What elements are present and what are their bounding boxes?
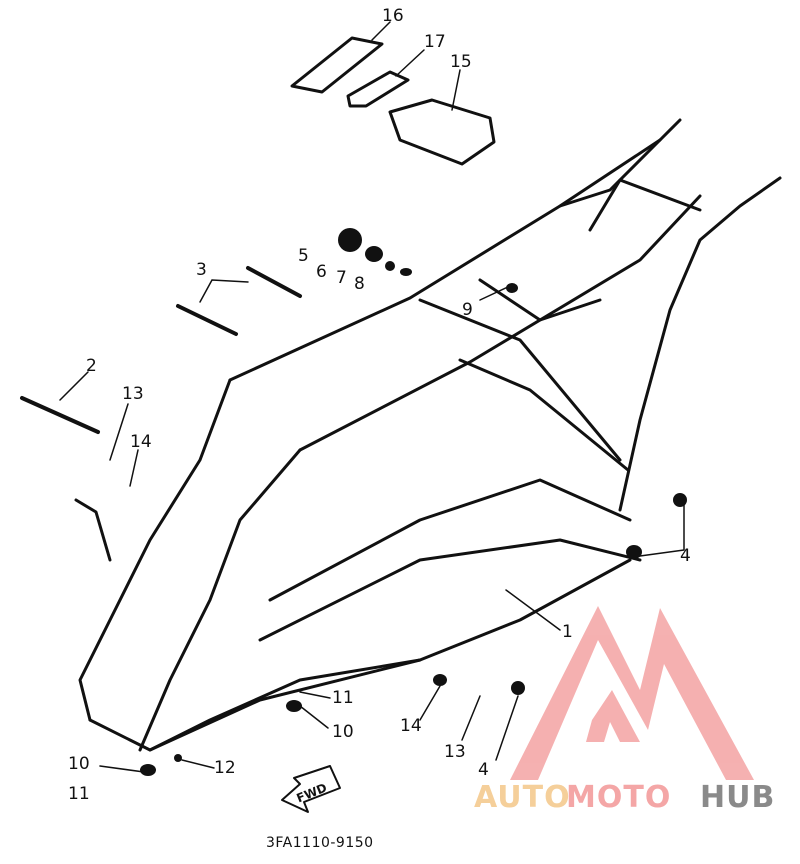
leader-14b xyxy=(419,685,441,721)
callout-13-lower: 13 xyxy=(444,742,466,762)
part-6-collar xyxy=(365,246,383,262)
part-12-screw xyxy=(174,754,182,762)
frame-cross-tube xyxy=(458,358,630,472)
callout-10-mid: 10 xyxy=(332,722,354,742)
callout-4-upper: 4 xyxy=(680,546,691,566)
part-16-seat-pad xyxy=(290,36,384,94)
callout-11-lower: 11 xyxy=(68,784,90,804)
frame-footrest-bar xyxy=(74,498,112,562)
leader-13b xyxy=(461,695,481,741)
bolt-3-upper xyxy=(246,266,302,298)
part-15-pad xyxy=(388,98,496,166)
callout-13-upper: 13 xyxy=(122,384,144,404)
leader-9 xyxy=(479,285,511,301)
frame-outline xyxy=(20,21,782,813)
callout-7: 7 xyxy=(336,268,347,288)
leader-4b xyxy=(495,695,519,761)
part-10-damper-a xyxy=(286,700,302,712)
watermark-logo xyxy=(510,606,754,780)
leader-4a xyxy=(639,499,685,557)
part-5-bushing xyxy=(338,228,362,252)
callout-15: 15 xyxy=(450,52,472,72)
leader-11a xyxy=(299,691,331,699)
leader-3 xyxy=(199,279,249,303)
part-17-strap xyxy=(346,70,410,108)
leader-1 xyxy=(505,589,561,631)
part-4-nut-a2 xyxy=(626,545,642,559)
frame-front-loop xyxy=(138,448,302,752)
leader-17 xyxy=(395,49,425,77)
bolt-3-lower xyxy=(176,304,238,336)
watermark-text-hub: HUB xyxy=(700,780,776,815)
watermark-text-auto: AUTO xyxy=(474,780,571,815)
part-7-washer xyxy=(385,261,395,271)
leader-10b xyxy=(99,765,145,773)
callout-14-upper: 14 xyxy=(130,432,152,452)
fwd-arrow xyxy=(281,765,341,813)
frame-lower-rail-2 xyxy=(258,538,642,642)
frame-lower-rail xyxy=(268,478,632,602)
leader-14a xyxy=(129,449,139,487)
frame-bracket-upper xyxy=(588,178,702,232)
callout-9: 9 xyxy=(462,300,473,320)
part-9-nut xyxy=(506,283,518,293)
leader-13a xyxy=(109,403,129,461)
leader-12 xyxy=(181,759,215,769)
watermark-text-moto: MOTO xyxy=(566,780,672,815)
part-8-bolt xyxy=(400,268,412,276)
hardware xyxy=(140,228,687,776)
callout-8: 8 xyxy=(354,274,365,294)
callout-16: 16 xyxy=(382,6,404,26)
callout-3: 3 xyxy=(196,260,207,280)
frame-front-tube xyxy=(558,118,682,208)
callout-1: 1 xyxy=(562,622,573,642)
callout-10-lower: 10 xyxy=(68,754,90,774)
callout-4-lower: 4 xyxy=(478,760,489,780)
bolt-2 xyxy=(20,396,100,434)
frame-bottom-rail xyxy=(148,558,632,752)
leader-15 xyxy=(451,69,461,111)
leader-16 xyxy=(371,21,391,41)
part-10-damper-b xyxy=(140,764,156,776)
callout-6: 6 xyxy=(316,262,327,282)
callout-11-mid: 11 xyxy=(332,688,354,708)
part-4-nut-a xyxy=(673,493,687,507)
callout-12: 12 xyxy=(214,758,236,778)
frame-inner-brace xyxy=(478,278,602,322)
frame-rear-right-tube xyxy=(618,176,782,512)
callout-17: 17 xyxy=(424,32,446,52)
frame-down-tube xyxy=(78,378,232,722)
leader-10a xyxy=(299,705,329,729)
callout-2: 2 xyxy=(86,356,97,376)
frame-top-rail-right xyxy=(298,194,702,452)
part-4-nut-b xyxy=(511,681,525,695)
frame-mid-tube xyxy=(418,298,622,462)
reference-code: 3FA1110-9150 xyxy=(266,835,374,851)
part-14-collar-b xyxy=(433,674,447,686)
leader-2 xyxy=(59,371,89,401)
callout-5: 5 xyxy=(298,246,309,266)
callout-14-lower: 14 xyxy=(400,716,422,736)
frame-top-rail-left xyxy=(228,138,662,382)
